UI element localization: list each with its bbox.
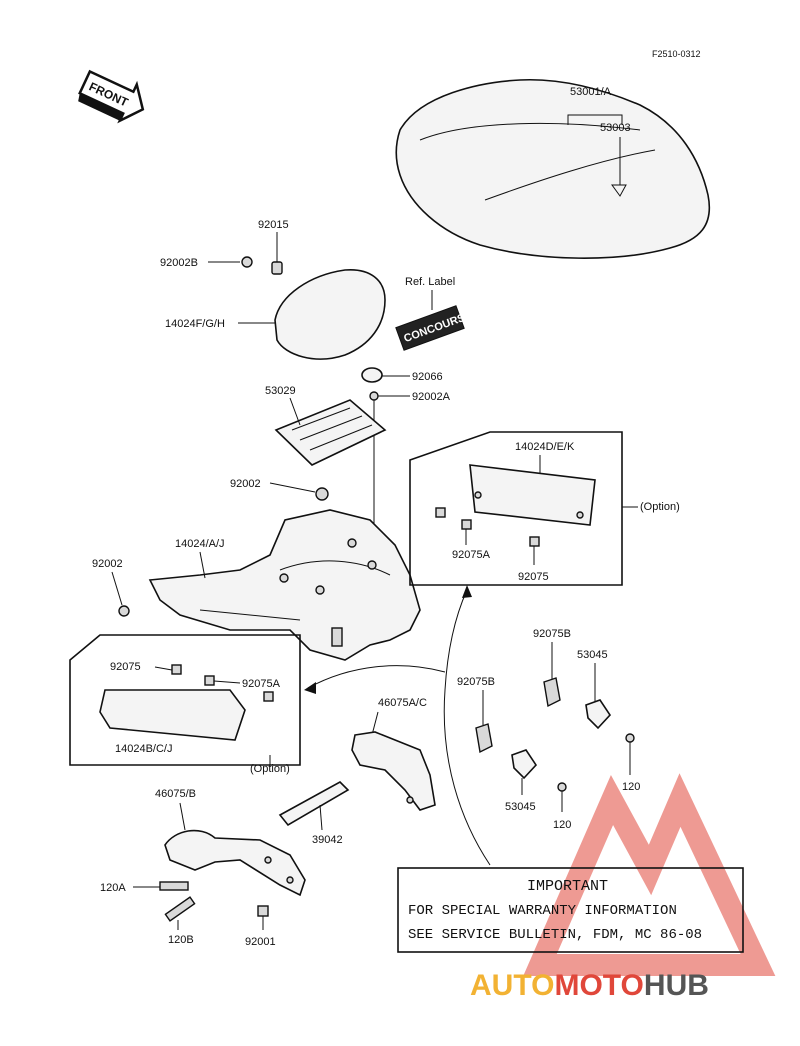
rear-bracket-drawing — [164, 829, 306, 897]
part-label-120B: 120B — [168, 934, 194, 946]
important-line-2: SEE SERVICE BULLETIN, FDM, MC 86-08 — [408, 927, 702, 943]
option-box-left — [69, 634, 301, 766]
part-label-14024BCJ: 14024B/C/J — [115, 743, 172, 755]
screw-icon — [369, 391, 379, 401]
nut-icon — [529, 536, 540, 547]
screw-icon — [241, 256, 253, 268]
watermark-text: AUTOMOTOHUB — [470, 969, 709, 1002]
bolt-icon — [164, 896, 196, 922]
clip-icon — [271, 261, 283, 275]
nut-icon — [435, 507, 446, 518]
part-label-53045-top: 53045 — [577, 649, 608, 661]
reflector-panel-drawing — [469, 464, 596, 526]
part-label-92002-left: 92002 — [92, 558, 123, 570]
part-label-39042: 39042 — [312, 834, 343, 846]
part-label-92075-right: 92075 — [518, 571, 549, 583]
part-label-53029: 53029 — [265, 385, 296, 397]
bracket-icon — [511, 749, 538, 780]
luggage-rack-drawing — [274, 399, 387, 466]
important-title: IMPORTANT — [527, 878, 608, 895]
screw-icon — [315, 487, 329, 501]
bolt-icon — [159, 881, 189, 891]
nut-icon — [171, 664, 182, 675]
important-line-1: FOR SPECIAL WARRANTY INFORMATION — [408, 903, 677, 919]
part-label-92075B-mid: 92075B — [457, 676, 495, 688]
option-box-right — [409, 431, 623, 586]
damper-icon — [475, 723, 493, 754]
seat-drawing — [395, 78, 711, 259]
tail-cowl-drawing — [148, 509, 421, 661]
part-label-92002A: 92002A — [412, 391, 451, 403]
bracket-icon — [585, 699, 612, 730]
ref-label-text: Ref. Label — [405, 276, 455, 288]
part-label-92002B: 92002B — [160, 257, 198, 269]
part-label-46075AC: 46075A/C — [378, 697, 427, 709]
nut-icon — [461, 519, 472, 530]
watermark-logo-icon — [523, 773, 776, 976]
watermark-auto: AUTO — [470, 969, 554, 1002]
seat-cowl-drawing — [274, 269, 386, 360]
option-label-right: (Option) — [640, 501, 680, 513]
option-label-left: (Option) — [250, 763, 290, 775]
rod-drawing — [278, 781, 350, 827]
cap-icon — [361, 367, 383, 383]
part-label-14024AJ: 14024/A/J — [175, 538, 225, 550]
part-label-53045-bottom: 53045 — [505, 801, 536, 813]
rear-panel-drawing — [99, 689, 246, 741]
grab-bar-drawing — [351, 731, 436, 811]
figure-code: F2510-0312 — [652, 49, 701, 59]
part-label-92015: 92015 — [258, 219, 289, 231]
svg-text:AUTOMOTOHUB: AUTOMOTOHUB — [470, 969, 709, 1002]
part-label-14024DEK: 14024D/E/K — [515, 441, 575, 453]
part-label-120-right: 120 — [622, 781, 640, 793]
part-label-92066: 92066 — [412, 371, 443, 383]
important-notice-box — [397, 867, 744, 953]
nut-icon — [204, 675, 215, 686]
part-label-53001: 53001/A — [570, 86, 612, 98]
part-label-92075-left: 92075 — [110, 661, 141, 673]
nut-icon — [263, 691, 274, 702]
part-label-92001: 92001 — [245, 936, 276, 948]
part-label-46075B: 46075/B — [155, 788, 196, 800]
concours-badge-icon: CONCOURS — [395, 305, 467, 351]
damper-icon — [543, 677, 561, 708]
part-label-53003: 53003 — [600, 122, 631, 134]
part-label-120A: 120A — [100, 882, 126, 894]
screw-icon — [118, 605, 130, 617]
screw-icon — [625, 733, 635, 743]
part-label-120-mid: 120 — [553, 819, 571, 831]
watermark-moto: MOTO — [554, 969, 643, 1002]
part-label-92075A-left: 92075A — [242, 678, 281, 690]
front-arrow-icon: FRONT — [78, 69, 145, 124]
screw-icon — [557, 782, 567, 792]
part-label-14024FGH: 14024F/G/H — [165, 318, 225, 330]
part-label-92075B-top: 92075B — [533, 628, 571, 640]
part-label-92002-top: 92002 — [230, 478, 261, 490]
part-label-92075A-right: 92075A — [452, 549, 491, 561]
watermark-hub: HUB — [644, 969, 709, 1002]
nut-icon — [257, 905, 269, 917]
